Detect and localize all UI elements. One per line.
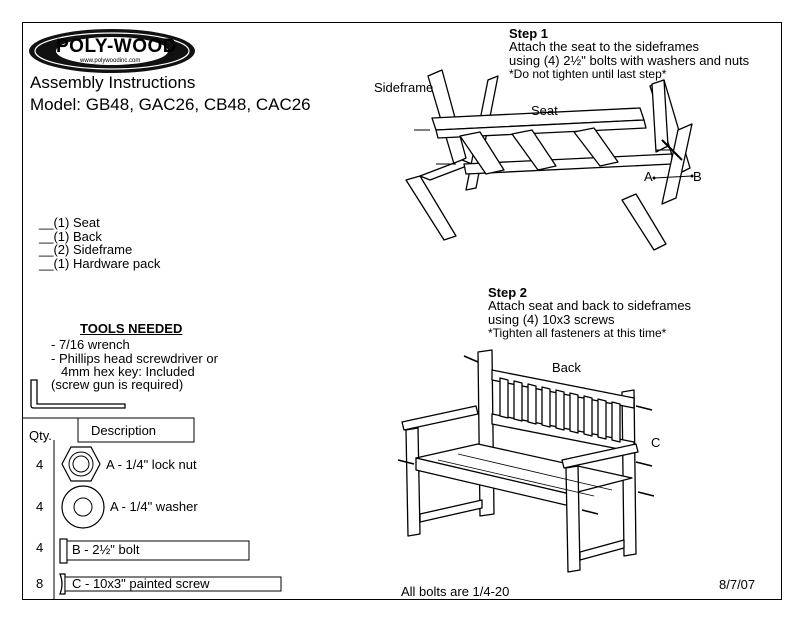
hardware-description: C - 10x3" painted screw <box>72 576 210 591</box>
parts-list-item: __(2) Sideframe <box>39 242 133 257</box>
logo-text: POLY-WOOD <box>56 36 177 57</box>
qty-header: Qty. <box>29 428 52 443</box>
hardware-description: A - 1/4" washer <box>110 499 198 514</box>
tool-item: 4mm hex key: Included <box>61 364 195 379</box>
step2-line: *Tighten all fasteners at this time* <box>488 326 667 340</box>
back-label: Back <box>552 360 581 375</box>
callout-b: B <box>693 169 702 184</box>
step1-line: Attach the seat to the sideframes <box>509 39 700 54</box>
hex-key-icon <box>30 379 126 409</box>
qty-value: 8 <box>36 576 44 591</box>
parts-list-item: __(1) Back <box>39 229 102 244</box>
tool-item: - Phillips head screwdriver or <box>51 351 218 366</box>
hardware-table-frame <box>22 417 195 600</box>
tool-item: - 7/16 wrench <box>51 337 130 352</box>
page-title: Assembly Instructions <box>30 73 196 92</box>
step1-title: Step 1 <box>509 26 549 41</box>
lock-nut-icon <box>61 446 101 482</box>
callout-a: A <box>644 169 653 184</box>
bolt-size-note: All bolts are 1/4-20 <box>401 584 510 599</box>
step2-title: Step 2 <box>488 285 528 300</box>
sideframe-label: Sideframe <box>374 80 434 95</box>
washer-icon <box>61 485 105 529</box>
step2-line: using (4) 10x3 screws <box>488 312 615 327</box>
tools-heading: TOOLS NEEDED <box>80 321 183 336</box>
screw-icon <box>59 573 282 595</box>
seat-label: Seat <box>531 103 558 118</box>
step1-seat-sideframe-illustration <box>405 69 694 251</box>
step2-bench-illustration <box>397 349 655 573</box>
step2-line: Attach seat and back to sideframes <box>488 298 692 313</box>
logo-url: www.polywoodinc.com <box>80 58 141 64</box>
description-header: Description <box>91 423 157 438</box>
step1-line: using (4) 2½" bolts with washers and nut… <box>509 53 750 68</box>
qty-value: 4 <box>36 457 44 472</box>
parts-list-item: __(1) Seat <box>39 215 100 230</box>
callout-c: C <box>651 435 661 450</box>
hardware-description: B - 2½" bolt <box>72 542 140 557</box>
hardware-description: A - 1/4" lock nut <box>106 457 197 472</box>
tool-item: (screw gun is required) <box>51 377 184 392</box>
parts-list-item: __(1) Hardware pack <box>39 256 161 271</box>
polywood-logo <box>29 29 195 73</box>
bolt-icon <box>59 538 250 564</box>
revision-date: 8/7/07 <box>719 577 756 592</box>
qty-value: 4 <box>36 540 44 555</box>
instruction-sheet <box>22 22 782 600</box>
model-numbers: Model: GB48, GAC26, CB48, CAC26 <box>30 95 311 114</box>
step1-line: *Do not tighten until last step* <box>509 67 667 81</box>
qty-value: 4 <box>36 499 44 514</box>
